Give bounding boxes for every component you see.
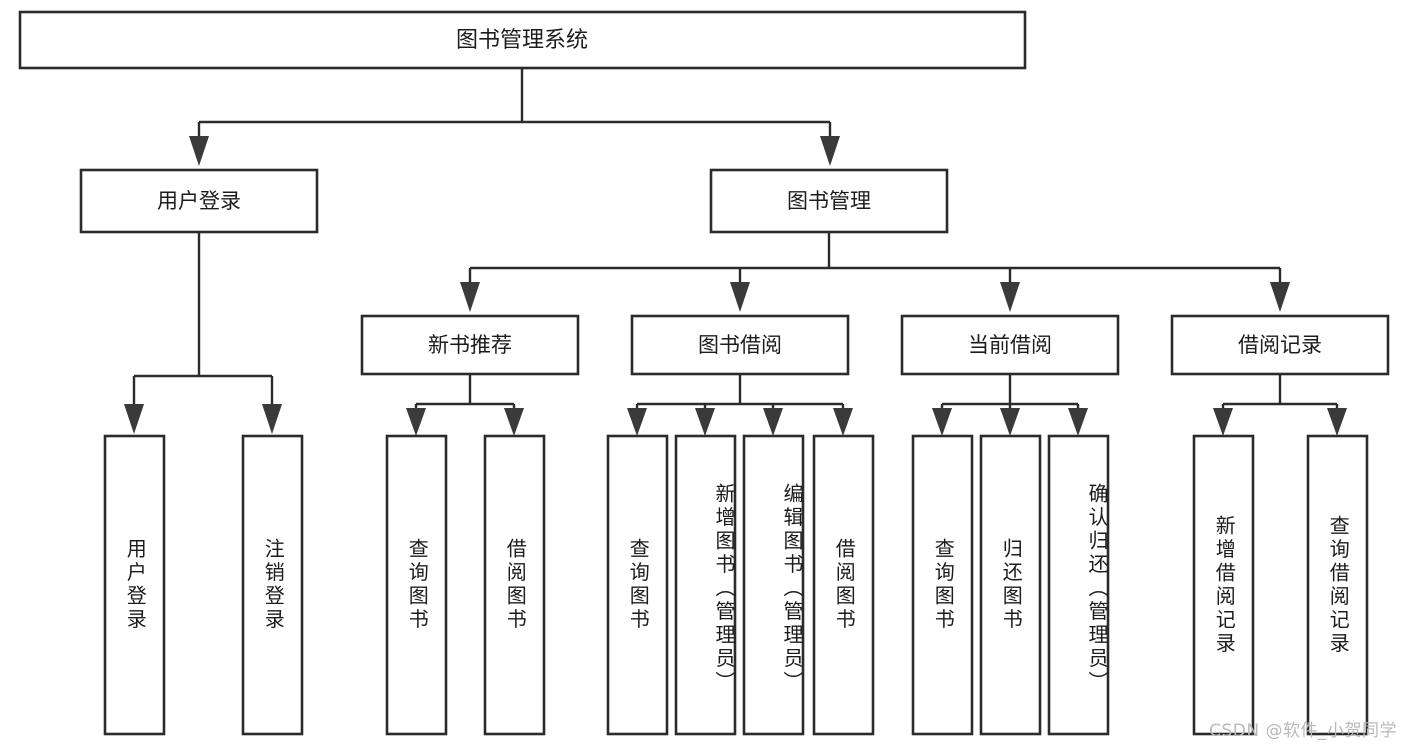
node-root[interactable]: 图书管理系统 — [18, 10, 1027, 70]
connector-root-to-level2 — [189, 68, 840, 166]
node-new-book-rec-box — [360, 314, 580, 376]
node-current-borrow[interactable]: 当前借阅 — [900, 314, 1120, 376]
leaf-box[interactable] — [979, 434, 1042, 736]
connector-book-manage-to-level3 — [460, 232, 1290, 312]
leaf-box[interactable] — [742, 434, 805, 736]
arrow-head-icon — [1327, 408, 1347, 436]
node-book-manage-label: 图书管理 — [787, 189, 871, 213]
node-user-login[interactable]: 用户登录 — [79, 168, 319, 234]
node-root-box — [18, 10, 1027, 70]
arrow-head-icon — [1270, 282, 1290, 312]
leaf-box[interactable] — [1047, 434, 1110, 736]
arrow-head-icon — [695, 408, 715, 436]
node-borrow-record[interactable]: 借阅记录 — [1170, 314, 1390, 376]
leaf-box[interactable] — [103, 434, 166, 736]
node-borrow-record-label: 借阅记录 — [1238, 333, 1322, 357]
arrow-head-icon — [189, 136, 209, 166]
connector-borrow-record-to-leaves — [1213, 374, 1347, 436]
node-book-borrow-label: 图书借阅 — [698, 333, 782, 357]
arrow-head-icon — [460, 282, 480, 312]
arrow-head-icon — [1000, 282, 1020, 312]
node-book-manage[interactable]: 图书管理 — [709, 168, 949, 234]
node-current-borrow-label: 当前借阅 — [968, 333, 1052, 357]
arrow-head-icon — [932, 408, 952, 436]
leaf-box[interactable] — [1192, 434, 1255, 736]
arrow-head-icon — [1000, 408, 1020, 436]
node-new-book-rec-label: 新书推荐 — [428, 333, 512, 357]
arrow-head-icon — [820, 136, 840, 166]
arrow-head-icon — [262, 404, 282, 434]
leaf-box[interactable] — [812, 434, 875, 736]
arrow-head-icon — [763, 408, 783, 436]
arrow-head-icon — [627, 408, 647, 436]
arrow-head-icon — [1213, 408, 1233, 436]
arrow-head-icon — [406, 408, 426, 436]
leaf-box[interactable] — [674, 434, 737, 736]
node-root-label: 图书管理系统 — [456, 28, 588, 53]
connector-new-book-rec-to-leaves — [406, 374, 524, 436]
leaf-box[interactable] — [1306, 434, 1369, 736]
arrow-head-icon — [504, 408, 524, 436]
leaf-box[interactable] — [483, 434, 546, 736]
node-user-login-box — [79, 168, 319, 234]
node-book-borrow[interactable]: 图书借阅 — [630, 314, 850, 376]
arrow-head-icon — [730, 282, 750, 312]
leaf-box[interactable] — [241, 434, 304, 736]
connector-book-borrow-to-leaves — [627, 374, 853, 436]
leaf-box[interactable] — [385, 434, 448, 736]
leaf-box[interactable] — [606, 434, 669, 736]
leaf-box[interactable] — [911, 434, 974, 736]
connector-user-login-to-leaves — [124, 232, 282, 434]
arrow-head-icon — [1068, 408, 1088, 436]
watermark: CSDN @软件_小贺同学 — [1209, 721, 1397, 741]
arrow-head-icon — [124, 404, 144, 434]
node-current-borrow-box — [900, 314, 1120, 376]
node-user-login-label: 用户登录 — [157, 189, 241, 213]
connector-current-borrow-to-leaves — [932, 374, 1088, 436]
node-new-book-rec[interactable]: 新书推荐 — [360, 314, 580, 376]
arrow-head-icon — [833, 408, 853, 436]
